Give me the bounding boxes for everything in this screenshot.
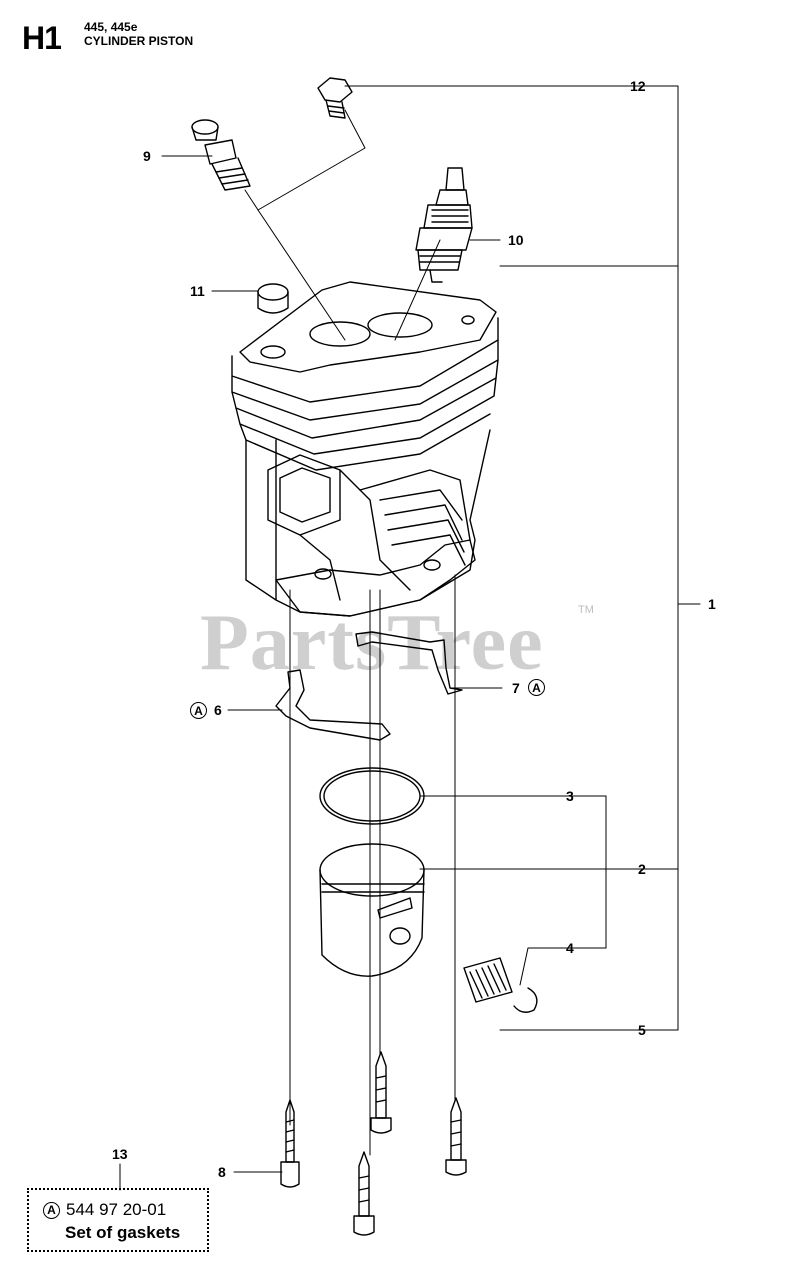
part-4-circlip <box>513 987 538 1013</box>
gasket-set-part-number-row: A 544 97 20-01 <box>43 1200 166 1220</box>
callout-9: 9 <box>143 148 151 164</box>
part-8-screws <box>280 1051 467 1236</box>
part-9-decompression-valve <box>191 119 251 191</box>
callout-8: 8 <box>218 1164 226 1180</box>
part-1-cylinder <box>231 281 499 617</box>
part-3-piston-ring <box>319 767 425 825</box>
gasket-set-part-number: 544 97 20-01 <box>66 1200 167 1219</box>
callout-10: 10 <box>508 232 524 248</box>
part-7-gasket <box>355 631 463 695</box>
diagram-code: H1 <box>22 20 62 56</box>
diagram-title: CYLINDER PISTON <box>84 34 194 48</box>
circle-a-marker-7: A <box>528 679 545 696</box>
model-numbers: 445, 445e <box>84 20 138 34</box>
circle-a-marker-6: A <box>190 702 207 719</box>
leader-lines <box>119 109 503 1191</box>
circle-a-marker-ref: A <box>43 1201 60 1219</box>
part-2-piston <box>319 843 425 977</box>
part-6-gasket <box>275 669 391 741</box>
callout-7: 7 <box>512 680 520 696</box>
watermark-trademark: TM <box>578 604 594 616</box>
part-12-plug <box>317 77 353 119</box>
callout-4: 4 <box>566 940 574 956</box>
part-11-cap <box>257 283 289 314</box>
part-10-spark-plug <box>415 167 473 283</box>
callout-12: 12 <box>630 78 646 94</box>
callout-5: 5 <box>638 1022 646 1038</box>
callout-2: 2 <box>638 861 646 877</box>
callout-13: 13 <box>112 1146 128 1162</box>
part-5-needle-bearing <box>463 957 513 1003</box>
callout-11: 11 <box>190 283 205 299</box>
callout-3: 3 <box>566 788 574 804</box>
watermark: PartsTree <box>200 599 544 687</box>
gasket-set-description: Set of gaskets <box>65 1223 181 1242</box>
callout-1: 1 <box>708 596 716 612</box>
assembly-bracket-lines <box>344 85 701 1031</box>
callout-6: 6 <box>214 702 222 718</box>
gasket-set-reference-box: A 544 97 20-01 Set of gaskets <box>27 1188 209 1252</box>
